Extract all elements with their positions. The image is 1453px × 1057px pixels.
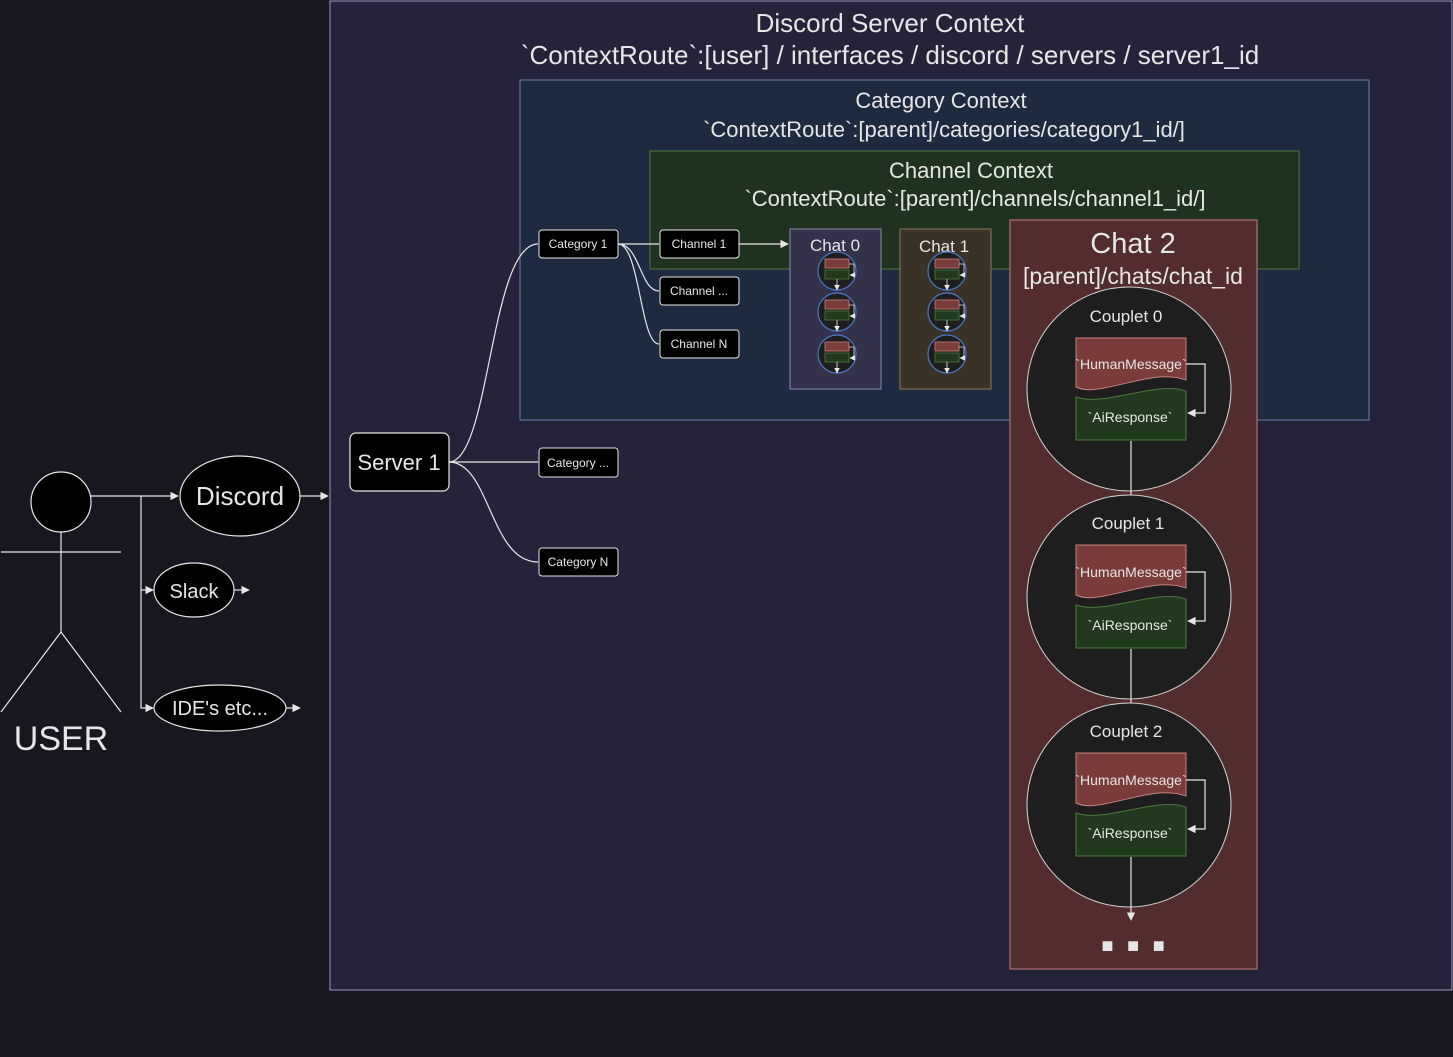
mini-loop-arrow bbox=[849, 346, 856, 361]
mini-ai-icon bbox=[824, 310, 850, 321]
chat-2-ellipsis: ■ ■ ■ bbox=[1101, 935, 1168, 957]
user-head bbox=[30, 471, 92, 533]
couplet-0-ai: `AiResponse` bbox=[1088, 409, 1173, 425]
couplet-2: Couplet 2 `HumanMessage` `AiResponse` bbox=[1026, 702, 1232, 908]
couplet-2-human: `HumanMessage` bbox=[1075, 772, 1186, 788]
couplet-0-human-shape bbox=[1075, 337, 1187, 391]
mini-human-icon bbox=[824, 341, 850, 352]
chat-1-mini-couplets bbox=[927, 251, 967, 374]
channel-node-1[interactable]: Channel 1 bbox=[659, 229, 740, 259]
couplet-1-label: Couplet 1 bbox=[1092, 514, 1165, 533]
category-label-more: Category ... bbox=[547, 456, 609, 470]
category-node-more[interactable]: Category ... bbox=[538, 447, 619, 478]
chat-1[interactable]: Chat 1 bbox=[899, 228, 992, 390]
mini-ai-icon bbox=[824, 269, 850, 280]
chat-2-route: [parent]/chats/chat_id bbox=[1023, 263, 1243, 289]
chat-1-label: Chat 1 bbox=[919, 237, 969, 256]
couplet-1: Couplet 1 `HumanMessage` `AiResponse` bbox=[1026, 494, 1232, 700]
mini-loop-arrow bbox=[959, 263, 966, 278]
chat-2-title: Chat 2 bbox=[1090, 228, 1175, 260]
user-actor: USER bbox=[0, 471, 122, 758]
channel-label-more: Channel ... bbox=[670, 284, 728, 298]
channel-node-more[interactable]: Channel ... bbox=[659, 276, 740, 306]
channel-context-route: `ContextRoute`:[parent]/channels/channel… bbox=[744, 186, 1205, 211]
channel-label-n: Channel N bbox=[671, 337, 728, 351]
couplet-2-ai: `AiResponse` bbox=[1088, 825, 1173, 841]
couplet-1-human: `HumanMessage` bbox=[1075, 564, 1186, 580]
chat-0[interactable]: Chat 0 bbox=[789, 228, 882, 390]
server-label: Server 1 bbox=[357, 450, 440, 475]
server-context-title: Discord Server Context bbox=[756, 8, 1026, 38]
couplet-2-human-shape bbox=[1075, 752, 1187, 807]
couplet-1-ai-shape bbox=[1075, 595, 1187, 649]
server-context-route: `ContextRoute`:[user] / interfaces / dis… bbox=[521, 40, 1259, 70]
couplet-0-ai-shape bbox=[1075, 387, 1187, 441]
mini-loop-arrow bbox=[959, 346, 966, 361]
mini-human-icon bbox=[934, 299, 960, 310]
couplet-0-human: `HumanMessage` bbox=[1075, 356, 1186, 372]
interface-discord[interactable]: Discord bbox=[179, 455, 301, 537]
category-node-n[interactable]: Category N bbox=[538, 547, 619, 577]
couplet-1-human-shape bbox=[1075, 544, 1187, 599]
interface-slack[interactable]: Slack bbox=[153, 562, 235, 618]
interface-ide-label: IDE's etc... bbox=[172, 698, 268, 720]
mini-loop-arrow bbox=[849, 263, 856, 278]
chat-0-label: Chat 0 bbox=[810, 236, 860, 255]
mini-ai-icon bbox=[934, 310, 960, 321]
chat-0-mini-couplets bbox=[817, 251, 857, 374]
category-label-n: Category N bbox=[548, 555, 609, 569]
interface-ide[interactable]: IDE's etc... bbox=[153, 684, 287, 732]
category-node-1[interactable]: Category 1 bbox=[538, 229, 619, 259]
user-label: USER bbox=[14, 720, 108, 758]
interface-discord-label: Discord bbox=[196, 481, 284, 511]
channel-label-1: Channel 1 bbox=[672, 237, 727, 251]
mini-human-icon bbox=[934, 341, 960, 352]
couplet-1-ai: `AiResponse` bbox=[1088, 617, 1173, 633]
channel-context-title: Channel Context bbox=[889, 158, 1053, 183]
chat-2[interactable]: Chat 2 [parent]/chats/chat_id Couplet 0 … bbox=[1009, 219, 1258, 970]
mini-human-icon bbox=[824, 299, 850, 310]
couplet-2-label: Couplet 2 bbox=[1090, 722, 1163, 741]
interface-slack-label: Slack bbox=[170, 581, 220, 603]
couplet-0-label: Couplet 0 bbox=[1090, 307, 1163, 326]
mini-loop-arrow bbox=[849, 304, 856, 319]
category-context-title: Category Context bbox=[855, 88, 1026, 113]
category-label-1: Category 1 bbox=[549, 237, 608, 251]
couplet-2-ai-shape bbox=[1075, 803, 1187, 857]
channel-node-n[interactable]: Channel N bbox=[659, 329, 740, 359]
mini-human-icon bbox=[934, 258, 960, 269]
mini-loop-arrow bbox=[959, 304, 966, 319]
category-context-route: `ContextRoute`:[parent]/categories/categ… bbox=[703, 117, 1185, 142]
mini-ai-icon bbox=[824, 352, 850, 363]
mini-ai-icon bbox=[934, 352, 960, 363]
couplet-0: Couplet 0 `HumanMessage` `AiResponse` bbox=[1026, 286, 1232, 492]
mini-ai-icon bbox=[934, 269, 960, 280]
server-node[interactable]: Server 1 bbox=[349, 432, 450, 492]
mini-human-icon bbox=[824, 258, 850, 269]
